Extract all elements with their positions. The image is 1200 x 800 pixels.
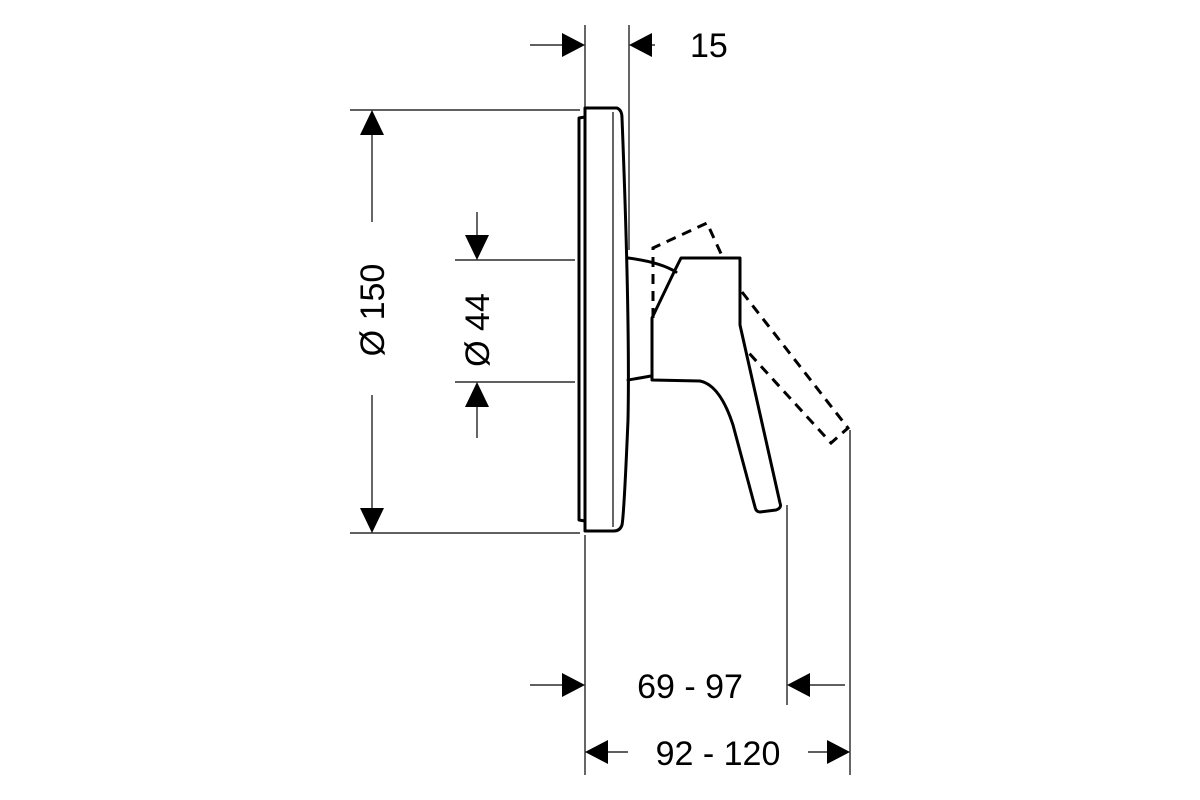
dimension-label: Ø 44 — [459, 293, 497, 367]
lever — [650, 256, 782, 514]
lever-alt-position — [651, 221, 851, 446]
dimension-lever-projection: 69 - 97 — [530, 668, 845, 706]
wall-plate — [577, 106, 630, 533]
extension-lines — [350, 25, 851, 775]
dimension-plate-diameter: Ø 150 — [354, 110, 392, 533]
dimension-plate-depth: 15 — [530, 27, 728, 65]
dimension-label: 69 - 97 — [637, 668, 743, 706]
dimension-hub-diameter: Ø 44 — [459, 212, 497, 438]
dimension-label: 92 - 120 — [656, 735, 781, 773]
dimension-total-projection: 92 - 120 — [585, 735, 850, 773]
dimension-label: 15 — [690, 27, 728, 65]
dimension-label: Ø 150 — [354, 264, 392, 357]
